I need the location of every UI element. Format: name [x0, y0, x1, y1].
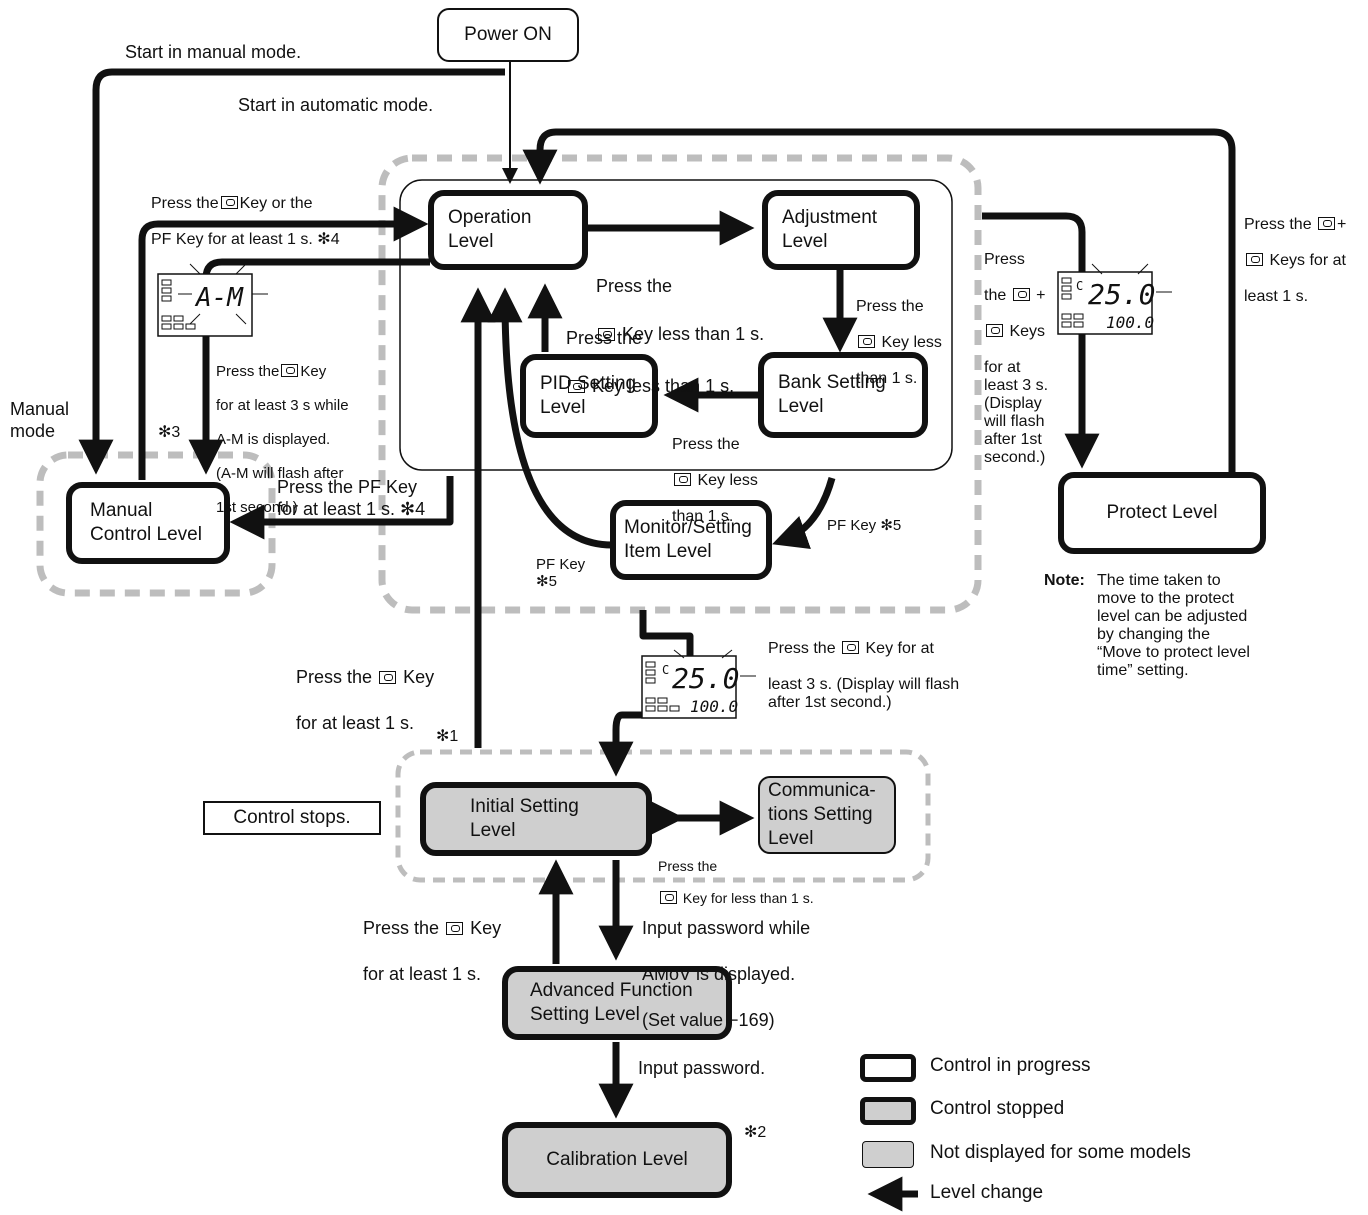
manual-control-level-node: Manual Control Level — [66, 482, 230, 564]
initial-display-icon: C 25.0 100.0 — [641, 649, 756, 719]
mode-key-icon — [1318, 217, 1336, 230]
legend-stopped: Control stopped — [930, 1098, 1065, 1119]
press-less-1s-label-a: Press the Key less than 1 s. — [596, 276, 765, 344]
bank-setting-level-node: Bank Setting Level — [758, 352, 928, 438]
star1-label: ✻1 — [436, 728, 459, 745]
pf-key5-right-label: PF Key ✻5 — [827, 517, 902, 534]
am-display-icon: A-M — [157, 263, 268, 337]
pf-to-manual-label: Press the PF Key for at least 1 s. ✻4 — [277, 477, 426, 519]
initial-to-operation-label: Press the Key for at least 1 s. — [296, 667, 435, 733]
arrow-to-protect — [982, 212, 1100, 469]
lcd-sv-text: 100.0 — [690, 697, 738, 716]
star3-label: ✻3 — [158, 424, 181, 441]
protect-back-label: Press the + Keys for at least 1 s. — [1244, 216, 1347, 305]
calibration-level-node: Calibration Level — [502, 1122, 732, 1198]
lcd-temp-text: 25.0 — [672, 662, 739, 695]
mode-key-icon — [281, 364, 299, 377]
initial-group-outline — [395, 749, 931, 883]
note-head: Note: — [1044, 572, 1085, 589]
legend-in-progress: Control in progress — [930, 1055, 1091, 1076]
power-on-node: Power ON — [437, 8, 579, 62]
control-stops-box: Control stops. — [203, 801, 381, 835]
input-password-label: Input password. — [638, 1058, 766, 1078]
start-auto-label: Start in automatic mode. — [238, 95, 434, 115]
legend-level-change: Level change — [930, 1182, 1044, 1203]
arrow-start-manual — [78, 68, 505, 475]
arrow-pf-to-manual — [229, 476, 454, 540]
adjustment-level-node: Adjustment Level — [762, 190, 920, 270]
legend-swatch-not-displayed — [862, 1141, 914, 1168]
to-initial-label: Press the Key for at least 3 s. (Display… — [768, 640, 960, 711]
legend-not-displayed: Not displayed for some models — [930, 1142, 1191, 1163]
mode-key-icon — [842, 641, 860, 654]
mode-key-icon — [568, 380, 585, 393]
bank-to-pid-label: Press the Key less than 1 s. — [672, 436, 758, 525]
manual-mode-label: Manual mode — [10, 399, 70, 441]
mode-key-icon — [379, 671, 397, 684]
start-manual-label: Start in manual mode. — [125, 42, 302, 62]
mode-key-icon — [220, 196, 238, 209]
star2-label: ✻2 — [744, 1124, 767, 1141]
protect-level-node: Protect Level — [1058, 472, 1266, 554]
legend-swatch-stopped — [860, 1097, 916, 1125]
operation-group-outline — [378, 154, 982, 614]
lcd-c-text: C — [1076, 279, 1083, 293]
password-while-label: Input password while AMoV is displayed. … — [642, 918, 811, 1030]
press-less-1s-label-b: Press the Key less than 1 s. — [566, 328, 735, 396]
protect-display-icon: C 25.0 100.0 — [1057, 263, 1172, 335]
mode-key-icon — [598, 328, 615, 341]
arrow-manual-to-operation — [138, 206, 429, 480]
to-protect-label: Press the + Keys for at least 3 s. (Disp… — [984, 251, 1049, 466]
pid-setting-level-node: PID Setting Level — [520, 354, 658, 438]
lcd-temp-text: 25.0 — [1088, 278, 1155, 311]
note-body: The time taken to move to the protect le… — [1097, 572, 1250, 679]
mode-key-icon — [858, 335, 875, 348]
pf-key5-left-label: PF Key ✻5 — [536, 556, 586, 590]
adjustment-to-bank-label: Press the Key less than 1 s. — [856, 298, 942, 387]
return-key-icon — [986, 324, 1003, 337]
operation-frame — [399, 179, 953, 471]
monitor-setting-item-level-node: Monitor/Setting Item Level — [610, 500, 772, 580]
communications-setting-level-node: Communica- tions Setting Level — [758, 776, 896, 854]
comms-press-label: Press the Key for less than 1 s. — [658, 858, 814, 906]
arrow-monitor-to-operation — [487, 287, 613, 549]
lcd-c-text: C — [662, 663, 669, 677]
mode-key-icon — [674, 473, 691, 486]
arrow-protect-to-operation — [522, 128, 1236, 472]
advanced-function-setting-level-node: Advanced Function Setting Level — [502, 966, 732, 1040]
am-display-text: A-M — [194, 283, 244, 313]
initial-setting-level-node: Initial Setting Level — [420, 782, 652, 856]
lcd-sv-text: 100.0 — [1106, 313, 1154, 332]
return-key-icon — [1246, 253, 1263, 266]
arrow-bank-to-monitor — [772, 477, 836, 550]
advanced-to-initial-label: Press the Key for at least 1 s. — [363, 918, 502, 984]
mode-key-icon — [446, 922, 464, 935]
mode-key-icon — [660, 891, 677, 904]
mode-key-icon — [1012, 288, 1030, 301]
operation-level-node: Operation Level — [428, 190, 588, 270]
legend-swatch-in-progress — [860, 1054, 916, 1082]
